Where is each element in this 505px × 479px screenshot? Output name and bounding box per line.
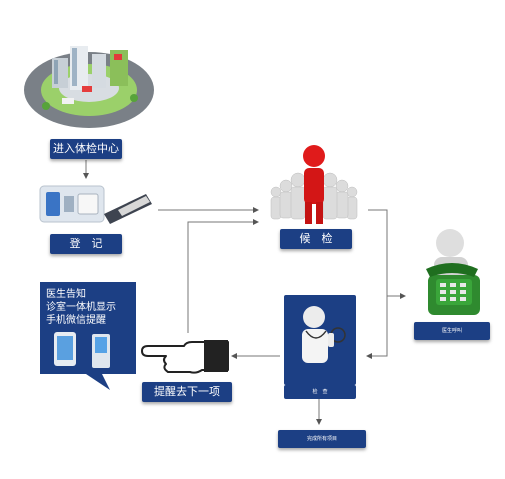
waiting-crowd-illustration	[262, 136, 366, 228]
enter-center-label: 进入体检中心	[50, 139, 122, 159]
wait-label: 候 检	[280, 229, 352, 249]
register-label: 登 记	[50, 234, 122, 254]
arrow-remind-to-wait	[187, 219, 259, 333]
exam-panel	[284, 295, 356, 385]
arrow-wait-to-call	[368, 209, 406, 299]
card-reader-illustration	[38, 184, 156, 228]
notice-line2: 诊室一体机显示	[46, 302, 116, 313]
pointing-hand-icon	[140, 334, 232, 378]
complete-all-label: 完成所有项目	[278, 430, 366, 448]
notice-bubble	[40, 282, 136, 392]
exam-label: 检 查	[284, 385, 356, 399]
arrow-call-to-exam	[366, 296, 388, 359]
remind-next-label: 提醒去下一项	[142, 382, 232, 402]
hospital-city-illustration	[22, 40, 157, 132]
notice-line1: 医生告知	[46, 289, 86, 300]
doctor-call-label: 医生呼叫	[414, 322, 490, 340]
phone-caller-illustration	[410, 225, 492, 320]
notice-line3: 手机微信提醒	[46, 315, 106, 326]
